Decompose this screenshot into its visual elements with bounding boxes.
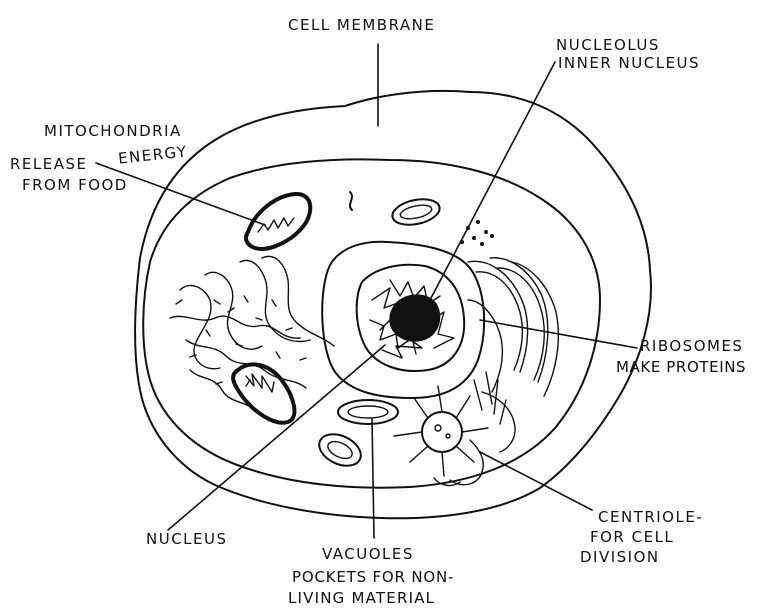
leader-nucleolus bbox=[430, 62, 555, 300]
label-living-material: LIVING MATERIAL bbox=[288, 589, 435, 607]
label-ribosomes: RIBOSOMES bbox=[640, 337, 743, 355]
label-from-food: FROM FOOD bbox=[22, 176, 128, 194]
leader-centriole bbox=[480, 452, 592, 510]
golgi-right bbox=[468, 258, 558, 452]
label-release: RELEASE bbox=[10, 155, 88, 173]
label-for-cell: FOR CELL bbox=[590, 528, 674, 546]
mitochondrion-lower bbox=[233, 364, 294, 422]
label-inner-nucleus: INNER NUCLEUS bbox=[558, 54, 700, 72]
label-centriole: CENTRIOLE- bbox=[598, 508, 703, 526]
label-nucleolus: NUCLEOLUS bbox=[556, 36, 660, 54]
label-cell-membrane: CELL MEMBRANE bbox=[288, 16, 435, 34]
nucleolus-mass bbox=[390, 295, 440, 341]
vacuole-upper bbox=[338, 400, 398, 424]
vesicle-oval-upper bbox=[390, 195, 442, 228]
leader-mitochondria bbox=[96, 163, 265, 225]
label-nucleus: NUCLEUS bbox=[146, 530, 228, 548]
label-division: DIVISION bbox=[580, 548, 660, 566]
label-vacuoles: VACUOLES bbox=[322, 545, 414, 563]
leader-vacuoles bbox=[372, 418, 374, 538]
vesicle-squiggle bbox=[350, 192, 352, 210]
endoplasmic-reticulum-left bbox=[170, 256, 334, 412]
vacuole-lower bbox=[314, 428, 366, 472]
label-make-proteins: MAKE PROTEINS bbox=[616, 358, 746, 376]
label-pockets: POCKETS FOR NON- bbox=[292, 568, 454, 586]
label-mitochondria: MITOCHONDRIA bbox=[44, 122, 182, 140]
centriole-figure bbox=[394, 386, 488, 485]
